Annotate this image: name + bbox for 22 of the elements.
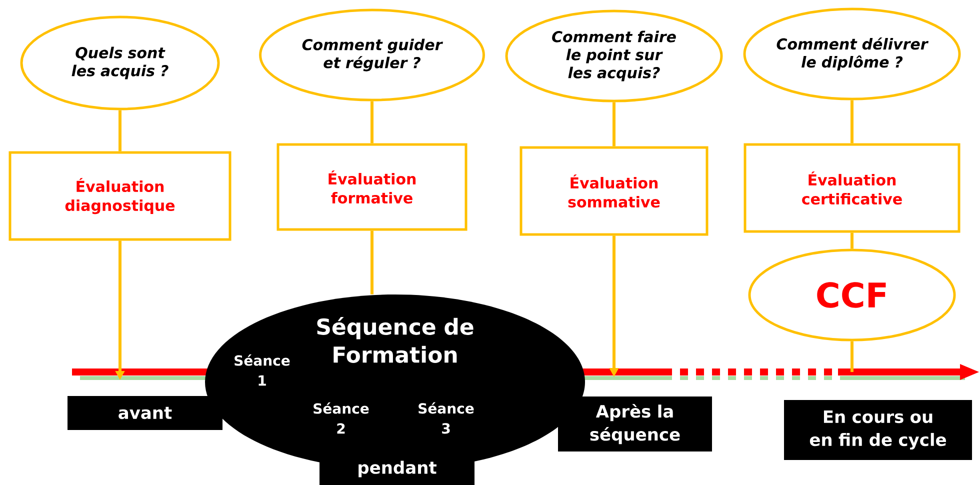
- connector-line: [850, 100, 854, 144]
- phase-label-box: Après la séquence: [558, 396, 712, 452]
- evaluation-box: Évaluation sommative: [520, 146, 708, 236]
- session-label: Séance 2: [314, 402, 369, 434]
- evaluation-box: Évaluation certificative: [744, 143, 960, 233]
- evaluation-box: Évaluation diagnostique: [8, 151, 232, 241]
- connector-line: [850, 341, 854, 372]
- phase-label-box: pendant: [320, 452, 474, 485]
- node-label: Après la séquence: [590, 404, 680, 444]
- ellipse-title: Séquence de Formation: [317, 317, 474, 363]
- node-label: avant: [118, 406, 172, 420]
- evaluation-box: Évaluation formative: [276, 143, 468, 231]
- phase-label-box: En cours ou en fin de cycle: [784, 400, 972, 460]
- connector-line: [612, 102, 616, 146]
- node-label: pendant: [358, 460, 436, 478]
- session-label: Séance 3: [418, 402, 474, 434]
- phase-label-box: avant: [68, 396, 222, 430]
- connector-line: [850, 232, 854, 249]
- connector-line: [370, 101, 374, 144]
- connector-line: [370, 230, 374, 294]
- connector-line: [118, 110, 122, 152]
- session-label: Séance 1: [234, 354, 290, 386]
